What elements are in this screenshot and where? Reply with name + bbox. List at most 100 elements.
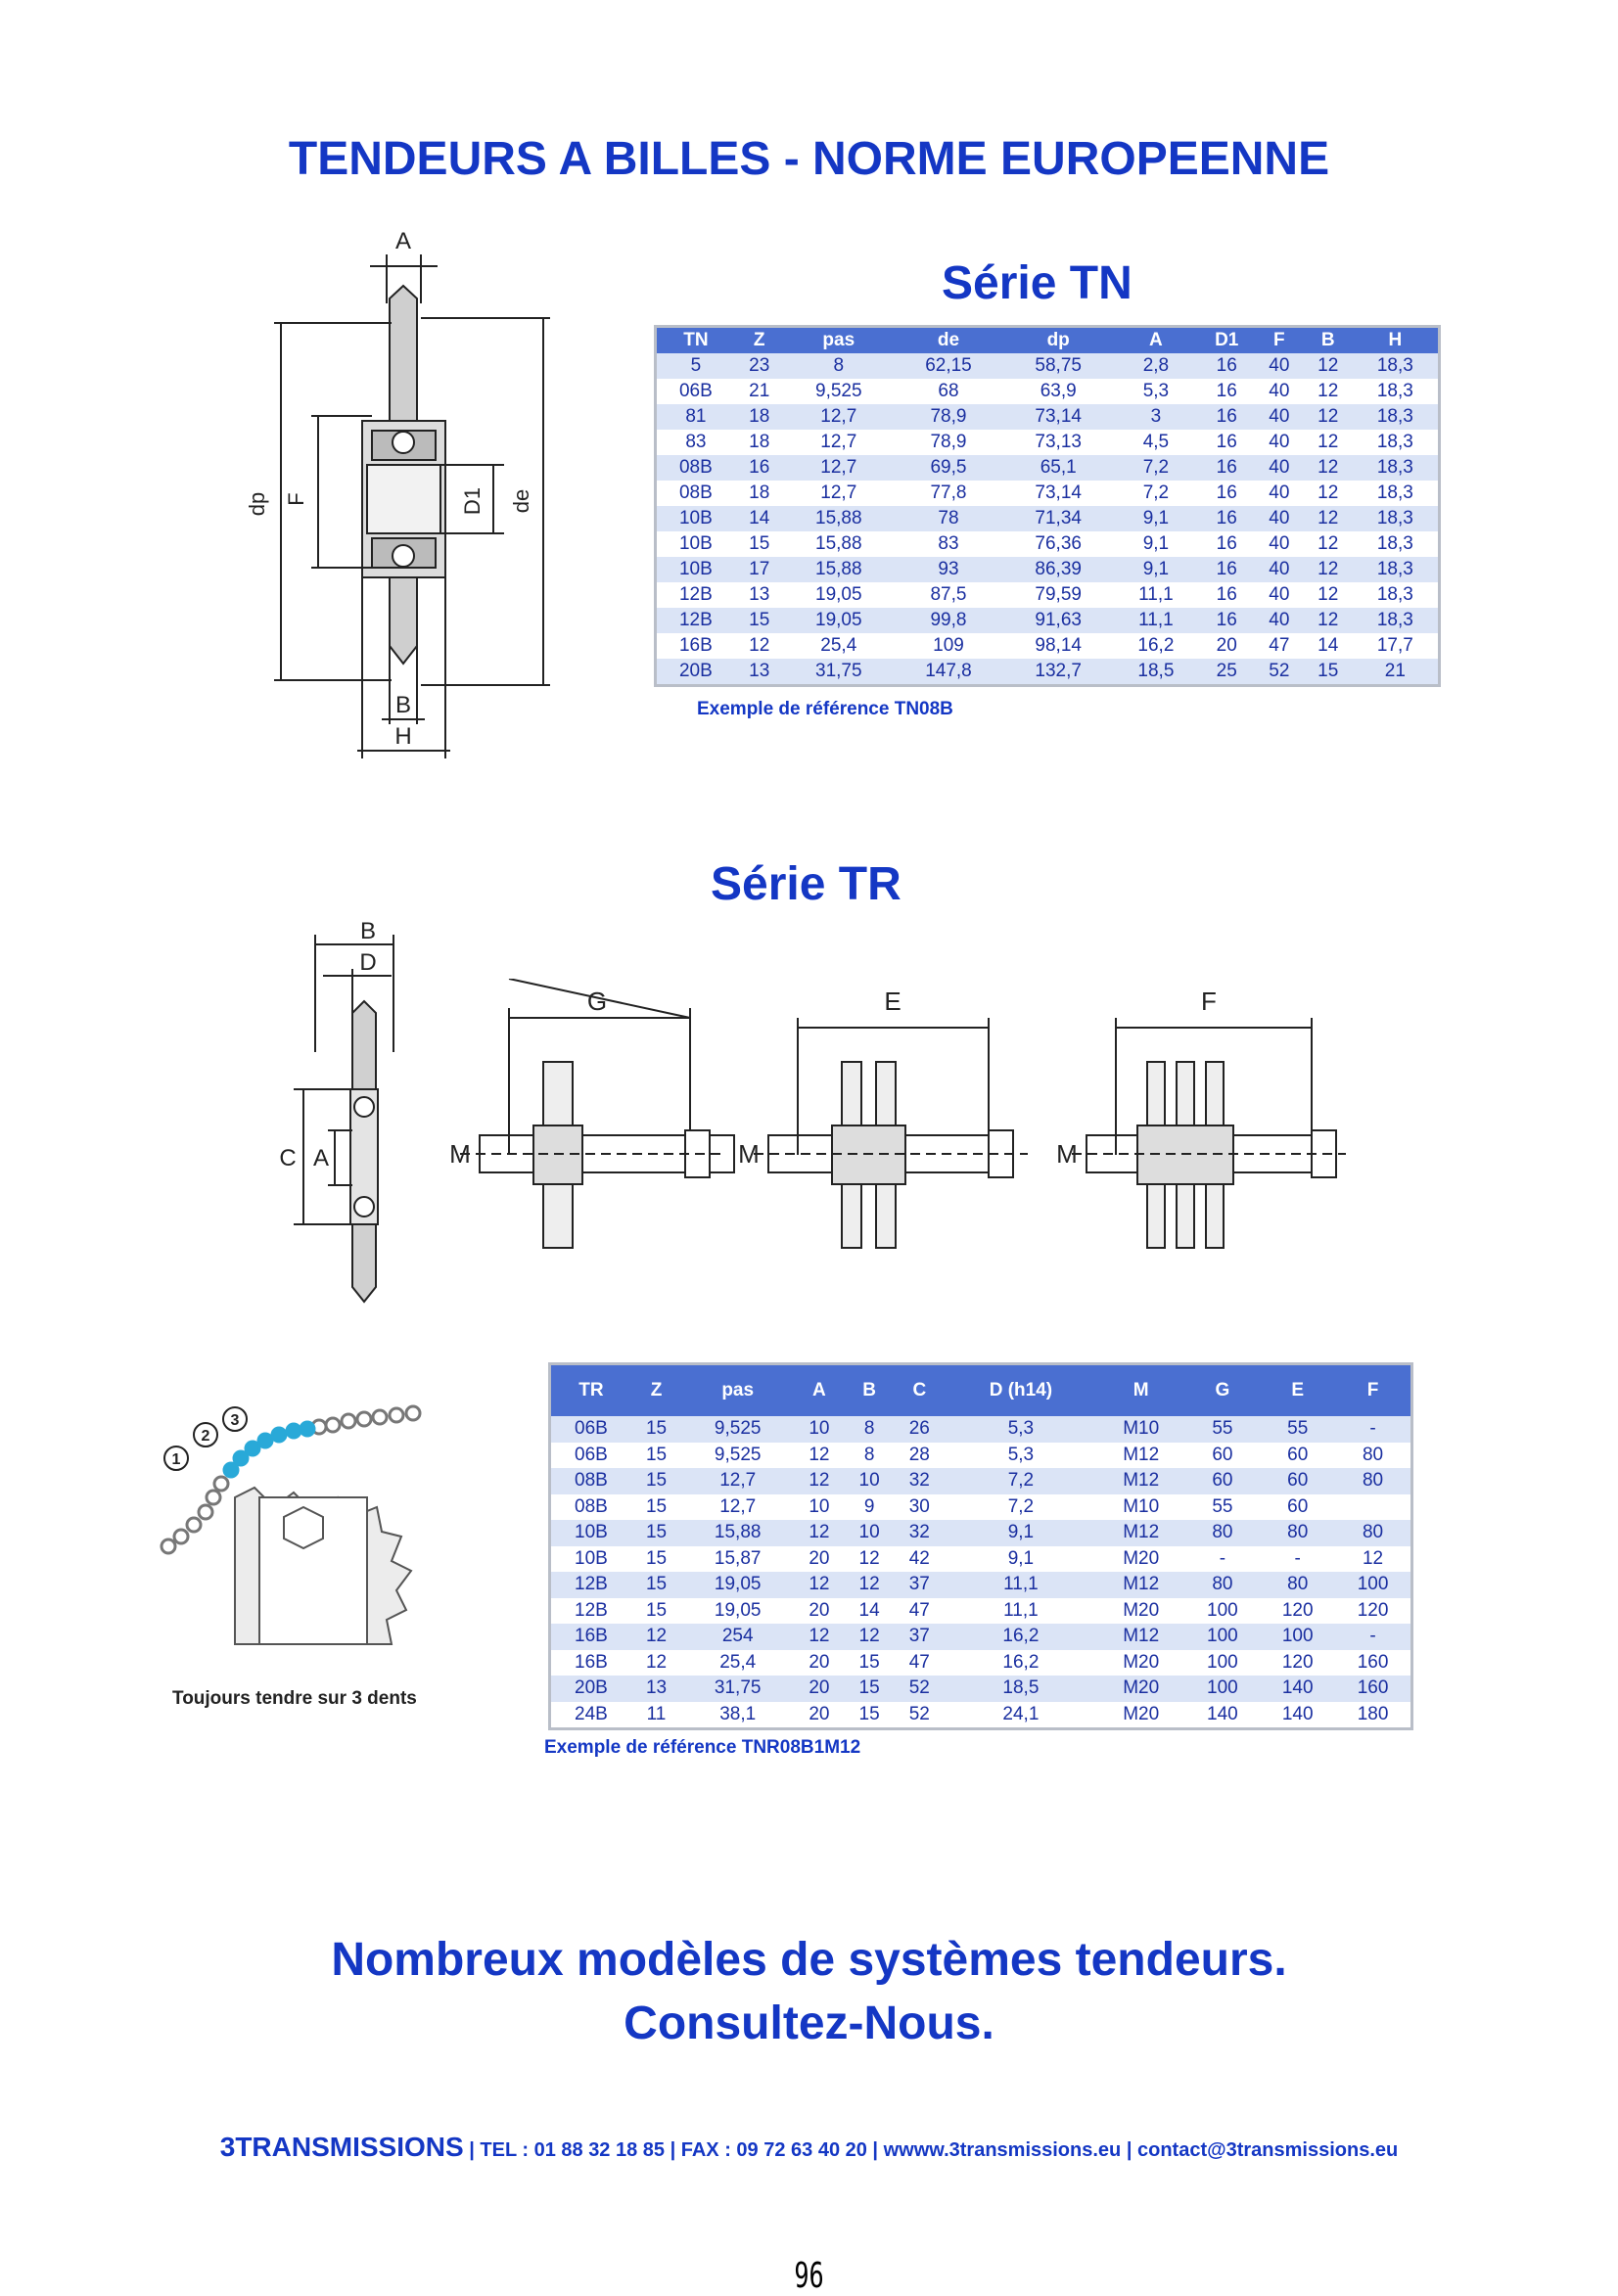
tn-label-f: F [284, 492, 308, 505]
tr-table-cell: M12 [1096, 1442, 1185, 1468]
tr-table-cell: 37 [894, 1624, 945, 1650]
tr-table-cell: 37 [894, 1572, 945, 1598]
tr-table-cell: 15 [630, 1416, 682, 1443]
tr-table-cell: 15 [630, 1545, 682, 1572]
tn-table-cell: 08B [657, 481, 735, 506]
tr-header-cell: pas [681, 1365, 795, 1416]
tr-table-cell: 20 [794, 1701, 845, 1727]
tn-label-h: H [394, 723, 411, 750]
tr-table-cell: 12,7 [681, 1468, 795, 1494]
tr-header-cell: M [1096, 1365, 1185, 1416]
tr-table-cell: 10 [844, 1520, 895, 1546]
tn-table-cell: 19,05 [783, 608, 894, 633]
tr-table-cell: 08B [551, 1493, 631, 1520]
tn-table-cell: 83 [893, 531, 1004, 557]
tn-table-cell: 93 [893, 557, 1004, 582]
tn-table-cell: 13 [734, 582, 784, 608]
tr-table-cell: 8 [844, 1442, 895, 1468]
tr-table-cell: 25,4 [681, 1649, 795, 1676]
tn-table-cell: 47 [1254, 633, 1304, 659]
tr-table-cell: 160 [1335, 1676, 1410, 1702]
tr-table-cell: 12 [1335, 1545, 1410, 1572]
tn-table-cell: 25,4 [783, 633, 894, 659]
tn-table-cell: 58,75 [1003, 353, 1114, 379]
tr-table-cell: 15 [630, 1520, 682, 1546]
footer-email-link[interactable]: contact@3transmissions.eu [1136, 2139, 1399, 2161]
tr-table-cell: 100 [1184, 1597, 1261, 1624]
tr-header-cell: D (h14) [944, 1365, 1097, 1416]
tn-header-cell: B [1303, 328, 1353, 353]
tn-table-cell: 5 [657, 353, 735, 379]
tr-table-cell: 32 [894, 1468, 945, 1494]
tr-table-cell: 12 [794, 1624, 845, 1650]
tn-table-cell: 16B [657, 633, 735, 659]
tr-table-cell: 55 [1184, 1416, 1261, 1443]
tn-table-cell: 12 [1303, 353, 1353, 379]
tn-table-cell: 3 [1113, 404, 1199, 430]
tn-table-cell: 65,1 [1003, 455, 1114, 481]
tn-table-cell: 18,3 [1352, 506, 1438, 531]
tn-table-cell: 86,39 [1003, 557, 1114, 582]
tr-table-cell: 15 [630, 1468, 682, 1494]
tr-table-cell: M12 [1096, 1520, 1185, 1546]
tn-table-cell: 16 [1198, 531, 1255, 557]
footer-website-link[interactable]: wwww.3transmissions.eu [883, 2139, 1122, 2161]
tr-label-f: F [1201, 987, 1217, 1016]
tn-table-cell: 12 [1303, 430, 1353, 455]
page-title: TENDEURS A BILLES - NORME EUROPEENNE [288, 133, 1330, 185]
tn-table-cell: 18 [734, 481, 784, 506]
tn-table-cell: 12B [657, 582, 735, 608]
tr-table-cell: 20 [794, 1649, 845, 1676]
tr-tension-diagram: 1 2 3 [160, 1404, 422, 1645]
tr-table-cell: 12 [794, 1520, 845, 1546]
tr-table-cell: M20 [1096, 1649, 1185, 1676]
tn-table-cell: 18,3 [1352, 608, 1438, 633]
tr-table-cell: 20 [794, 1545, 845, 1572]
tn-table-cell: 10B [657, 506, 735, 531]
tr-table-cell: 100 [1184, 1676, 1261, 1702]
tr-table-cell: 31,75 [681, 1676, 795, 1702]
tr-table-cell: 5,3 [944, 1442, 1097, 1468]
tr-table-cell: M12 [1096, 1624, 1185, 1650]
tn-table-cell: 68 [893, 379, 1004, 404]
tn-table-cell: 16 [1198, 379, 1255, 404]
footer-brand: 3TRANSMISSIONS [219, 2132, 464, 2162]
tn-header-cell: F [1254, 328, 1304, 353]
tn-table-cell: 15,88 [783, 557, 894, 582]
tr-header-cell: G [1184, 1365, 1261, 1416]
tr-table-cell: 38,1 [681, 1701, 795, 1727]
tn-table-cell: 31,75 [783, 659, 894, 684]
tr-table-cell: - [1260, 1545, 1336, 1572]
tr-table-cell: 10 [844, 1468, 895, 1494]
tn-table-cell: 21 [1352, 659, 1438, 684]
tn-table-cell: 40 [1254, 608, 1304, 633]
tn-table-cell: 12,7 [783, 404, 894, 430]
tr-table-cell: 15 [630, 1572, 682, 1598]
tn-header-cell: H [1352, 328, 1438, 353]
tn-table-cell: 12 [1303, 404, 1353, 430]
tn-table-cell: 18,3 [1352, 582, 1438, 608]
tn-table-cell: 73,14 [1003, 481, 1114, 506]
tn-table-cell: 16 [1198, 353, 1255, 379]
tn-table-cell: 109 [893, 633, 1004, 659]
tr-header-cell: F [1335, 1365, 1410, 1416]
tr-table-cell: 100 [1335, 1572, 1410, 1598]
tn-diagram: A B H dp F D1 de [245, 228, 550, 758]
tn-table-cell: 40 [1254, 353, 1304, 379]
tr-tooth-2: 2 [202, 1428, 210, 1445]
tn-table-cell: 40 [1254, 430, 1304, 455]
tn-table-cell: 12 [1303, 455, 1353, 481]
tr-table-cell: 12B [551, 1597, 631, 1624]
tr-label-m2: M [738, 1139, 760, 1169]
serie-tn-heading: Série TN [942, 257, 1133, 309]
tr-header-cell: C [894, 1365, 945, 1416]
tr-header-cell: Z [630, 1365, 682, 1416]
tn-label-dp: dp [245, 492, 269, 516]
